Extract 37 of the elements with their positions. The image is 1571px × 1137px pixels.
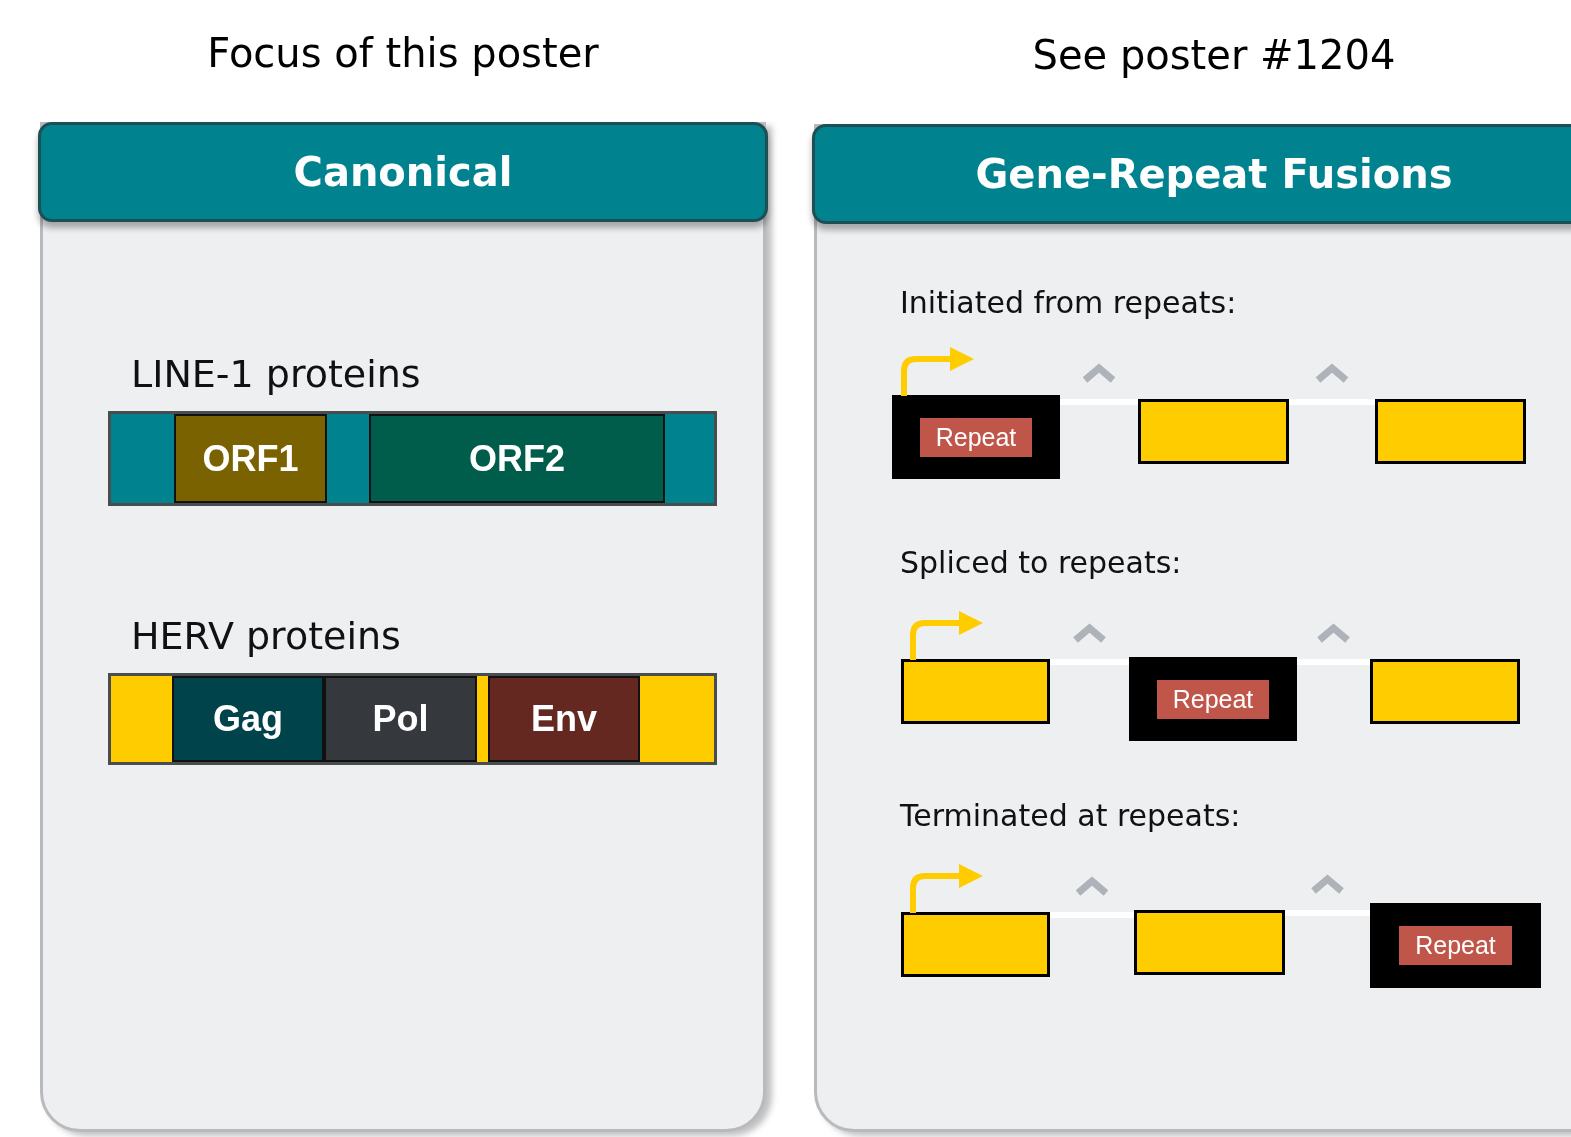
- row-heading: Spliced to repeats:: [900, 545, 1182, 580]
- repeat-block: [1129, 657, 1297, 741]
- exon-box: [1375, 399, 1526, 464]
- bar-heading: LINE-1 proteins: [131, 352, 421, 396]
- exon-box: [901, 659, 1050, 724]
- protein-domain: [488, 676, 640, 762]
- domain-label: Pol: [372, 698, 429, 740]
- intron-line: [1285, 910, 1370, 916]
- row-heading: Initiated from repeats:: [900, 285, 1237, 320]
- domain-label: ORF2: [469, 437, 565, 480]
- exon-box: [1370, 659, 1520, 724]
- intron-line: [1050, 912, 1134, 918]
- protein-domain: [174, 414, 327, 503]
- protein-domain: [369, 414, 665, 503]
- domain-label: ORF1: [202, 437, 299, 480]
- repeat-label: Repeat: [919, 417, 1033, 457]
- domain-label: Gag: [213, 698, 283, 740]
- row-heading: Terminated at repeats:: [900, 798, 1241, 833]
- intron-line: [1289, 399, 1375, 405]
- repeat-block: [892, 395, 1060, 479]
- repeat-label: Repeat: [1156, 679, 1270, 719]
- panel-caption: Focus of this poster: [206, 30, 600, 76]
- intron-line: [1297, 659, 1370, 665]
- intron-line: [1050, 659, 1129, 665]
- repeat-label: Repeat: [1399, 926, 1512, 965]
- protein-domain: [172, 676, 324, 762]
- exon-box: [1134, 910, 1285, 975]
- panel-title: Canonical: [293, 149, 513, 195]
- panel-title: Gene-Repeat Fusions: [975, 151, 1453, 197]
- domain-label: Env: [531, 698, 597, 740]
- exon-box: [901, 912, 1050, 977]
- panel-caption: See poster #1204: [1031, 32, 1397, 78]
- repeat-block: [1370, 903, 1541, 988]
- bar-heading: HERV proteins: [131, 614, 401, 658]
- intron-line: [1060, 399, 1138, 405]
- protein-domain: [324, 676, 477, 762]
- exon-box: [1138, 399, 1289, 464]
